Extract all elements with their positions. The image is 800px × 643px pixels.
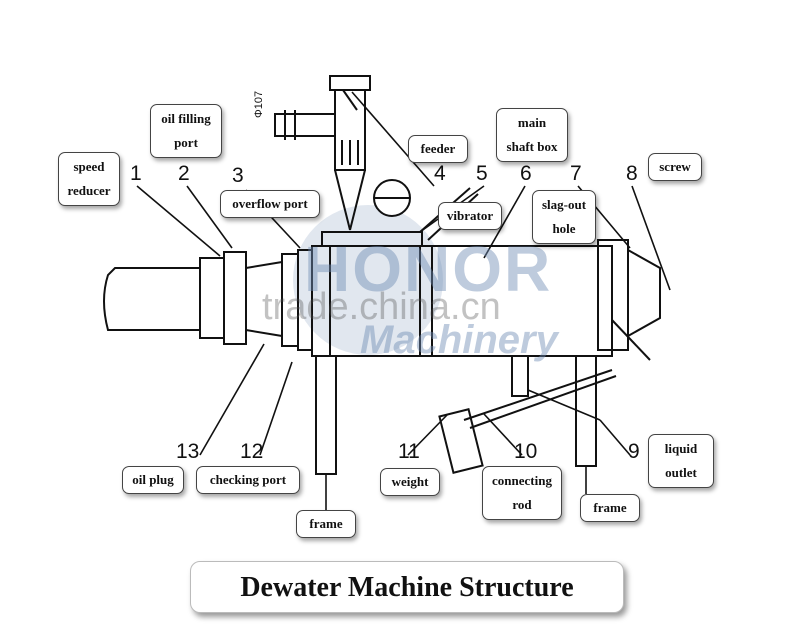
label-vibrator: vibrator [438, 202, 502, 230]
part-number-11: 11 [398, 440, 420, 463]
part-number-4: 4 [434, 162, 446, 185]
part-number-5: 5 [476, 162, 488, 185]
part-number-10: 10 [514, 440, 538, 463]
label-feeder: feeder [408, 135, 468, 163]
label-checking-port: checking port [196, 466, 300, 494]
dimension-label: Φ107 [253, 90, 265, 118]
watermark-sub: Machinery [360, 318, 558, 362]
label-slag-out-hole: slag-out hole [532, 190, 596, 244]
label-speed-reducer: speed reducer [58, 152, 120, 206]
label-frame-right: frame [580, 494, 640, 522]
part-number-1: 1 [130, 162, 142, 185]
part-number-13: 13 [176, 440, 200, 463]
part-number-12: 12 [240, 440, 264, 463]
label-oil-plug: oil plug [122, 466, 184, 494]
label-liquid-outlet: liquid outlet [648, 434, 714, 488]
label-overflow-port: overflow port [220, 190, 320, 218]
label-connecting-rod: connecting rod [482, 466, 562, 520]
label-weight: weight [380, 468, 440, 496]
part-number-7: 7 [570, 162, 582, 185]
part-number-8: 8 [626, 162, 638, 185]
diagram-title: Dewater Machine Structure [190, 561, 624, 613]
part-number-3: 3 [232, 164, 244, 187]
watermark-site: trade.china.cn [262, 286, 501, 328]
label-screw: screw [648, 153, 702, 181]
watermark-brand: HONOR [304, 233, 553, 305]
label-main-shaft-box: main shaft box [496, 108, 568, 162]
label-oil-filling-port: oil filling port [150, 104, 222, 158]
part-number-9: 9 [628, 440, 640, 463]
label-frame-left: frame [296, 510, 356, 538]
part-number-6: 6 [520, 162, 532, 185]
part-number-2: 2 [178, 162, 190, 185]
leader-lines [136, 91, 671, 510]
machine-outline [103, 75, 661, 475]
